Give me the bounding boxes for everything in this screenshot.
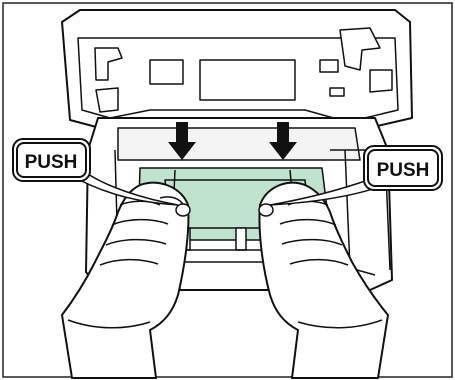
printer-top-cover	[62, 10, 412, 130]
callout-push-right: PUSH	[364, 146, 442, 190]
callout-label-right: PUSH	[377, 160, 430, 181]
callout-label-left: PUSH	[25, 152, 78, 173]
callout-push-left: PUSH	[13, 139, 90, 181]
